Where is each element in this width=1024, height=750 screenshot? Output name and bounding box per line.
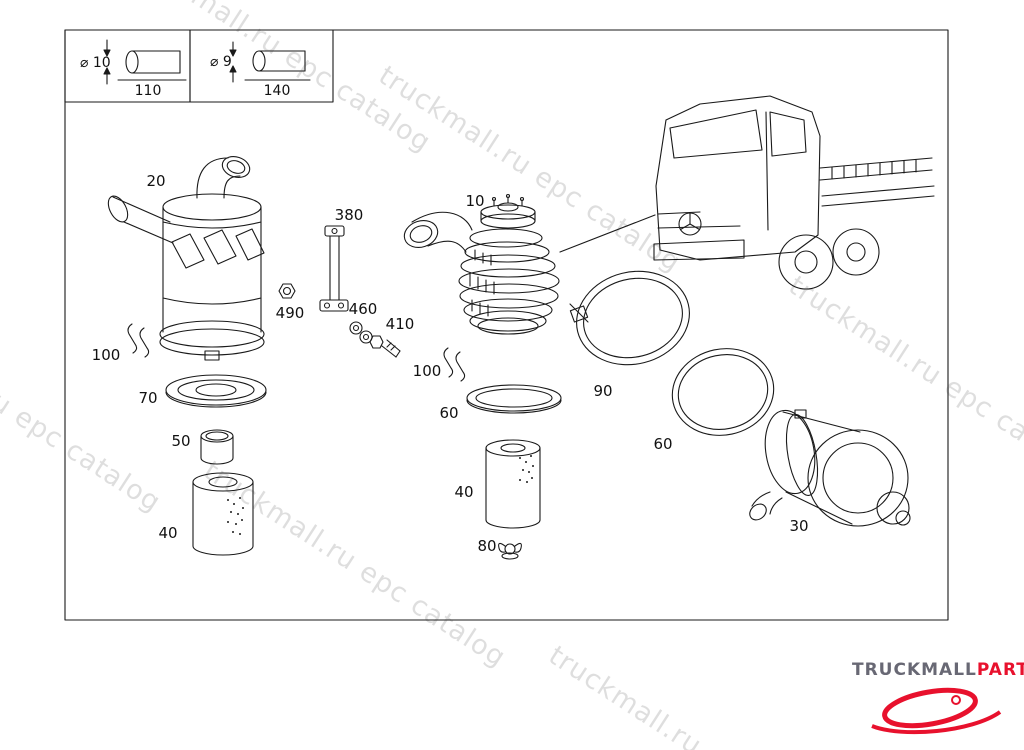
- part-label-40-center: 40: [454, 483, 473, 501]
- brand-suffix: PARTS: [976, 660, 1024, 680]
- part-label-380: 380: [335, 206, 364, 224]
- air-cleaner-10-drawing: [403, 193, 560, 335]
- part-label-100-center: 100: [413, 362, 442, 380]
- retaining-clips-100-left-drawing: [127, 323, 150, 358]
- part-label-100-left: 100: [92, 346, 121, 364]
- part-label-90: 90: [593, 382, 612, 400]
- leader-line: [559, 214, 656, 253]
- dimension-box-2: [189, 29, 334, 103]
- part-label-30: 30: [789, 517, 808, 535]
- clamp-ring-90-drawing: [569, 270, 690, 366]
- part-label-80: 80: [477, 537, 496, 555]
- part-label-460: 460: [349, 300, 378, 318]
- brand-logo: TRUCKMALLPARTS: [852, 660, 1024, 744]
- part-label-40-left: 40: [158, 524, 177, 542]
- filter-element-40-center-drawing: [485, 439, 541, 529]
- part-label-70: 70: [138, 389, 157, 407]
- wing-nut-80-drawing: [498, 542, 522, 560]
- brand-name: TRUCKMALL: [852, 660, 977, 680]
- dimension-part-110: 110: [135, 83, 162, 99]
- bolt-410-drawing: [369, 335, 401, 358]
- washers-460-drawing: [349, 321, 373, 344]
- retaining-clips-100-center-drawing: [443, 347, 466, 382]
- dimension-diameter-140: ⌀ 9: [210, 54, 232, 70]
- filter-element-40-left-drawing: [192, 472, 254, 556]
- part-label-410: 410: [386, 315, 415, 333]
- part-label-60-center: 60: [439, 404, 458, 422]
- part-label-10: 10: [465, 192, 484, 210]
- mounting-bracket-380-drawing: [319, 225, 349, 312]
- air-cleaner-assembly-20-drawing: [107, 156, 265, 361]
- nut-490-drawing: [278, 283, 296, 299]
- dimension-diameter-110: ⌀ 10: [80, 55, 111, 71]
- part-label-490: 490: [276, 304, 305, 322]
- part-label-50: 50: [171, 432, 190, 450]
- seal-ring-60-right-drawing: [671, 348, 775, 436]
- connector-50-drawing: [200, 429, 234, 465]
- part-label-20: 20: [146, 172, 165, 190]
- part-label-60-right: 60: [653, 435, 672, 453]
- dimension-part-140: 140: [264, 83, 291, 99]
- seal-ring-70-drawing: [165, 374, 267, 408]
- truck-drawing: [653, 95, 935, 290]
- air-cleaner-assembly-30-drawing: [749, 409, 911, 527]
- brand-swoosh-icon: [871, 687, 1002, 735]
- border-frame: [64, 29, 949, 621]
- gasket-60-center-drawing: [466, 384, 562, 414]
